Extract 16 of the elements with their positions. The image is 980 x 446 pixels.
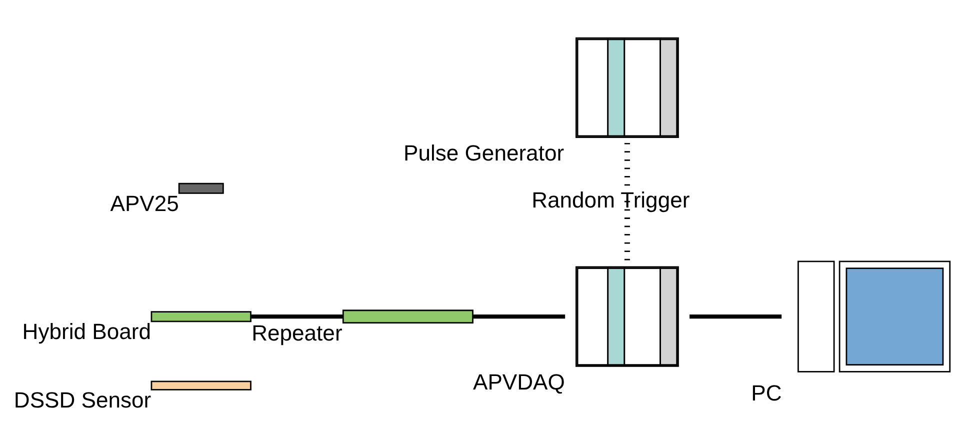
node-label: APVDAQ [473, 368, 565, 394]
node-bar [150, 380, 252, 390]
node-label: Repeater [252, 320, 342, 345]
connector [473, 314, 566, 318]
node-box [178, 182, 224, 194]
node-label: Pulse Generator [404, 140, 564, 165]
node-label: PC [751, 380, 782, 405]
connector [250, 314, 344, 318]
connector [624, 142, 630, 261]
edge-label: Random Trigger [532, 186, 690, 212]
node-bar [150, 310, 252, 322]
connector [690, 314, 782, 318]
node-label: DSSD Sensor [14, 386, 152, 412]
node-label: Hybrid Board [22, 318, 151, 344]
node-label: APV25 [110, 190, 179, 216]
node-bar [342, 309, 474, 323]
